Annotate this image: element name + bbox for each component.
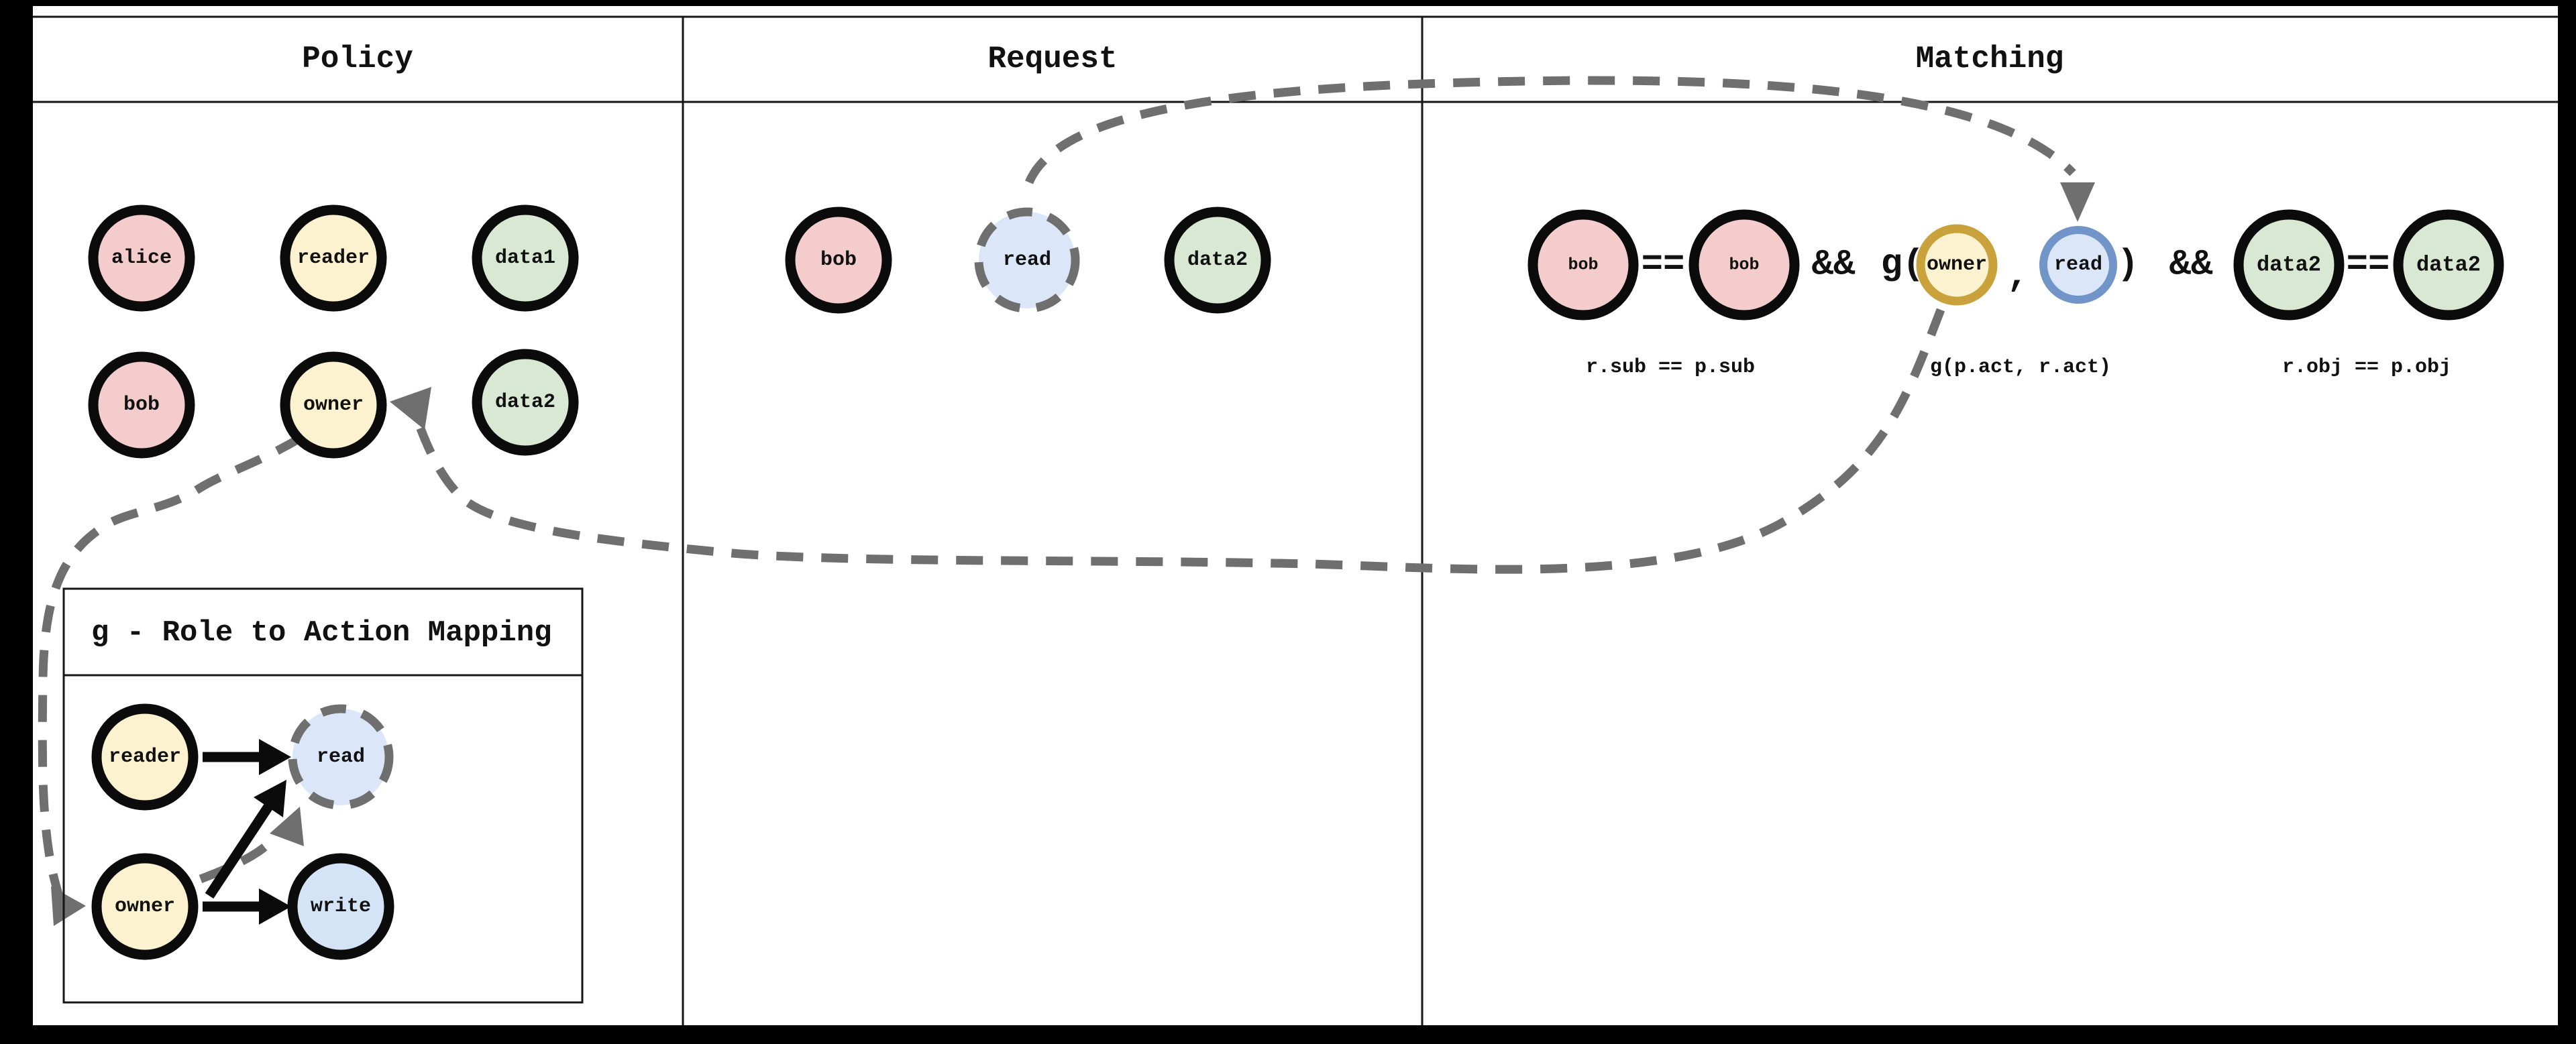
bob-circle [88, 351, 195, 459]
alice-label: alice [111, 247, 172, 270]
gbox-write-circle [287, 853, 394, 960]
policy-node-reader: reader [280, 205, 387, 312]
matching-data2a-label: data2 [2257, 253, 2321, 278]
request-node-data2: data2 [1164, 207, 1271, 314]
bob-label: bob [123, 394, 160, 416]
matching-data2b-circle [2393, 209, 2504, 321]
matching-bob2-circle [1688, 209, 1800, 321]
gbox-read-circle [288, 704, 394, 810]
edge-owner-to-read-head-icon [254, 780, 286, 817]
sublabel-g-pact-ract: g(p.act, r.act) [1930, 356, 2111, 379]
matching-node-data2-request: data2 [2233, 209, 2345, 321]
data1-label: data1 [495, 247, 555, 270]
flow-matching-owner-to-policy-owner [413, 308, 1945, 574]
data1-circle [472, 205, 579, 312]
request-read-circle [974, 207, 1080, 313]
matching-title: Matching [1916, 42, 2064, 76]
gbox-title: g - Role to Action Mapping [91, 616, 552, 650]
gbox-reader-circle [91, 703, 199, 811]
matching-comma: , [2007, 256, 2029, 297]
gbox-reader-label: reader [109, 746, 181, 768]
gbox-node-write: write [287, 853, 394, 960]
gbox-owner-label: owner [115, 895, 175, 918]
request-title: Request [987, 42, 1117, 76]
matching-read-label: read [2054, 253, 2102, 276]
gbox-read-label: read [317, 746, 365, 768]
arrowhead-into-gbox-read-icon [270, 807, 304, 846]
request-data2-label: data2 [1187, 249, 1248, 272]
policy-node-alice: alice [88, 205, 195, 312]
flow-request-read-to-matching-read [1025, 76, 2076, 184]
arrowhead-into-matching-read-icon [2060, 182, 2095, 222]
gbox-node-owner: owner [91, 853, 199, 960]
matching-bob1-circle [1527, 209, 1639, 321]
request-node-bob: bob [785, 207, 892, 314]
policy-node-data2: data2 [472, 349, 579, 456]
matching-equals-obj: == [2347, 245, 2390, 286]
policy-title: Policy [302, 42, 413, 76]
matching-read-circle [2039, 226, 2117, 304]
arrowhead-into-policy-owner-icon [390, 387, 431, 430]
request-data2-circle [1164, 207, 1271, 314]
panel-background [33, 6, 2558, 1025]
matching-node-read: read [2039, 226, 2117, 304]
flow-gbox-owner-to-gbox-read [199, 829, 283, 884]
matching-owner-label: owner [1927, 253, 1987, 276]
reader-label: reader [297, 247, 370, 270]
owner-label: owner [303, 394, 364, 416]
edge-reader-to-read-head-icon [259, 739, 291, 775]
request-node-read: read [974, 207, 1080, 313]
matching-owner-circle [1916, 224, 1998, 306]
gbox-border [62, 587, 584, 1004]
reader-circle [280, 205, 387, 312]
gbox-owner-circle [91, 853, 199, 960]
policy-node-owner: owner [280, 351, 387, 459]
matching-g-close-paren: ) [2117, 245, 2139, 286]
gbox-node-reader: reader [91, 703, 199, 811]
owner-circle [280, 351, 387, 459]
gbox-write-label: write [311, 895, 371, 918]
policy-node-bob: bob [88, 351, 195, 459]
request-bob-circle [785, 207, 892, 314]
data2-label: data2 [495, 391, 555, 414]
sublabel-robj-pobj: r.obj == p.obj [2282, 356, 2451, 379]
arrowhead-into-gbox-owner-icon [51, 886, 86, 926]
data2-circle [472, 349, 579, 456]
matching-bob1-label: bob [1568, 255, 1598, 275]
alice-circle [88, 205, 195, 312]
matching-and-2: && [2169, 245, 2213, 286]
sublabel-rsub-psub: r.sub == p.sub [1586, 356, 1755, 379]
flow-policy-owner-to-gbox-owner [38, 434, 303, 898]
matching-equals-sub: == [1642, 245, 1685, 286]
matching-node-bob-request: bob [1527, 209, 1639, 321]
edge-owner-to-read [205, 801, 274, 899]
request-bob-label: bob [820, 249, 857, 272]
request-read-label: read [1003, 249, 1051, 272]
edge-owner-to-write-head-icon [259, 888, 291, 925]
matching-node-owner: owner [1916, 224, 1998, 306]
gbox-node-read: read [288, 704, 394, 810]
policy-node-data1: data1 [472, 205, 579, 312]
matching-data2a-circle [2233, 209, 2345, 321]
matching-node-bob-policy: bob [1688, 209, 1800, 321]
matching-data2b-label: data2 [2416, 253, 2481, 278]
matching-and-1: && [1812, 245, 1856, 286]
matching-bob2-label: bob [1729, 255, 1759, 275]
matching-node-data2-policy: data2 [2393, 209, 2504, 321]
